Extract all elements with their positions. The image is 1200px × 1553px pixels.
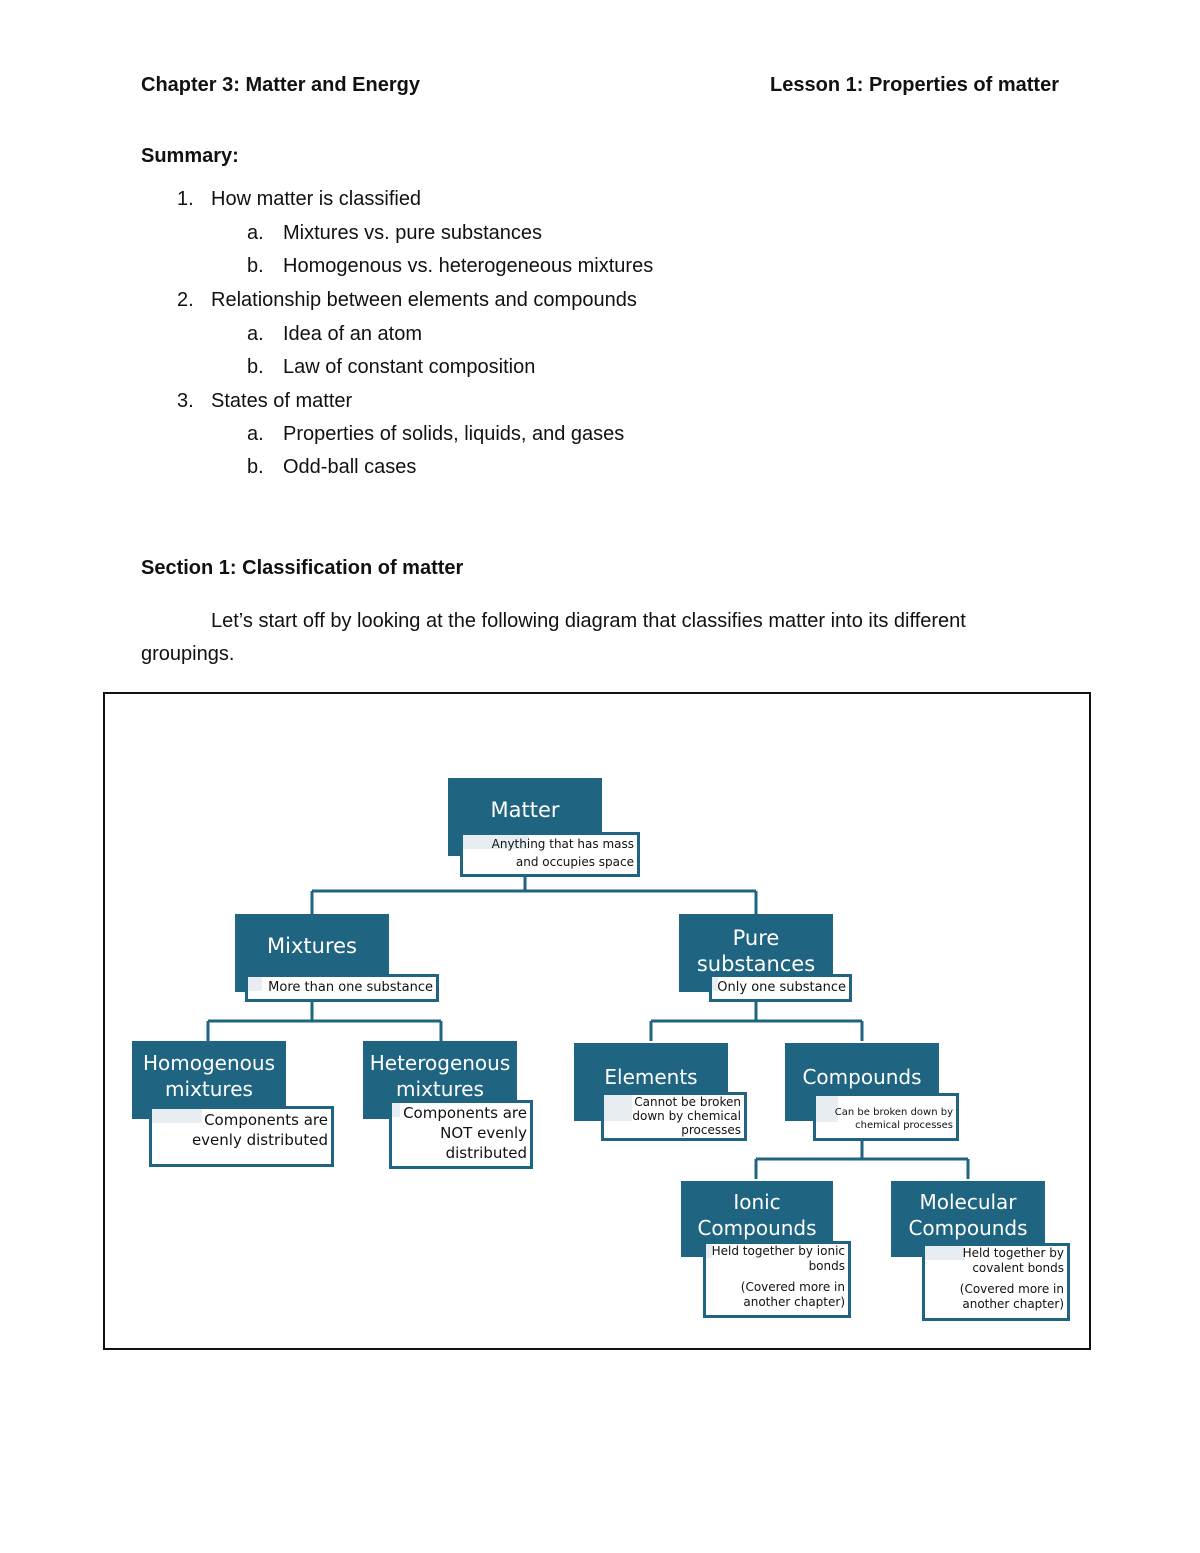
summary-heading: Summary: [141,145,239,167]
section-heading: Section 1: Classification of matter [141,557,464,579]
intro-paragraph: Let’s start off by looking at the follow… [141,610,966,665]
desc-matter: Anything that has mass and occupies spac… [460,832,640,877]
lesson-title: Lesson 1: Properties of matter [770,74,1059,96]
chapter-title: Chapter 3: Matter and Energy [141,74,420,96]
desc-mixtures: More than one substance [245,974,439,1002]
desc-pure-substances: Only one substance [709,974,852,1002]
classification-diagram: Matter Anything that has mass and occupi… [103,692,1091,1350]
connector-lines [206,869,970,1179]
